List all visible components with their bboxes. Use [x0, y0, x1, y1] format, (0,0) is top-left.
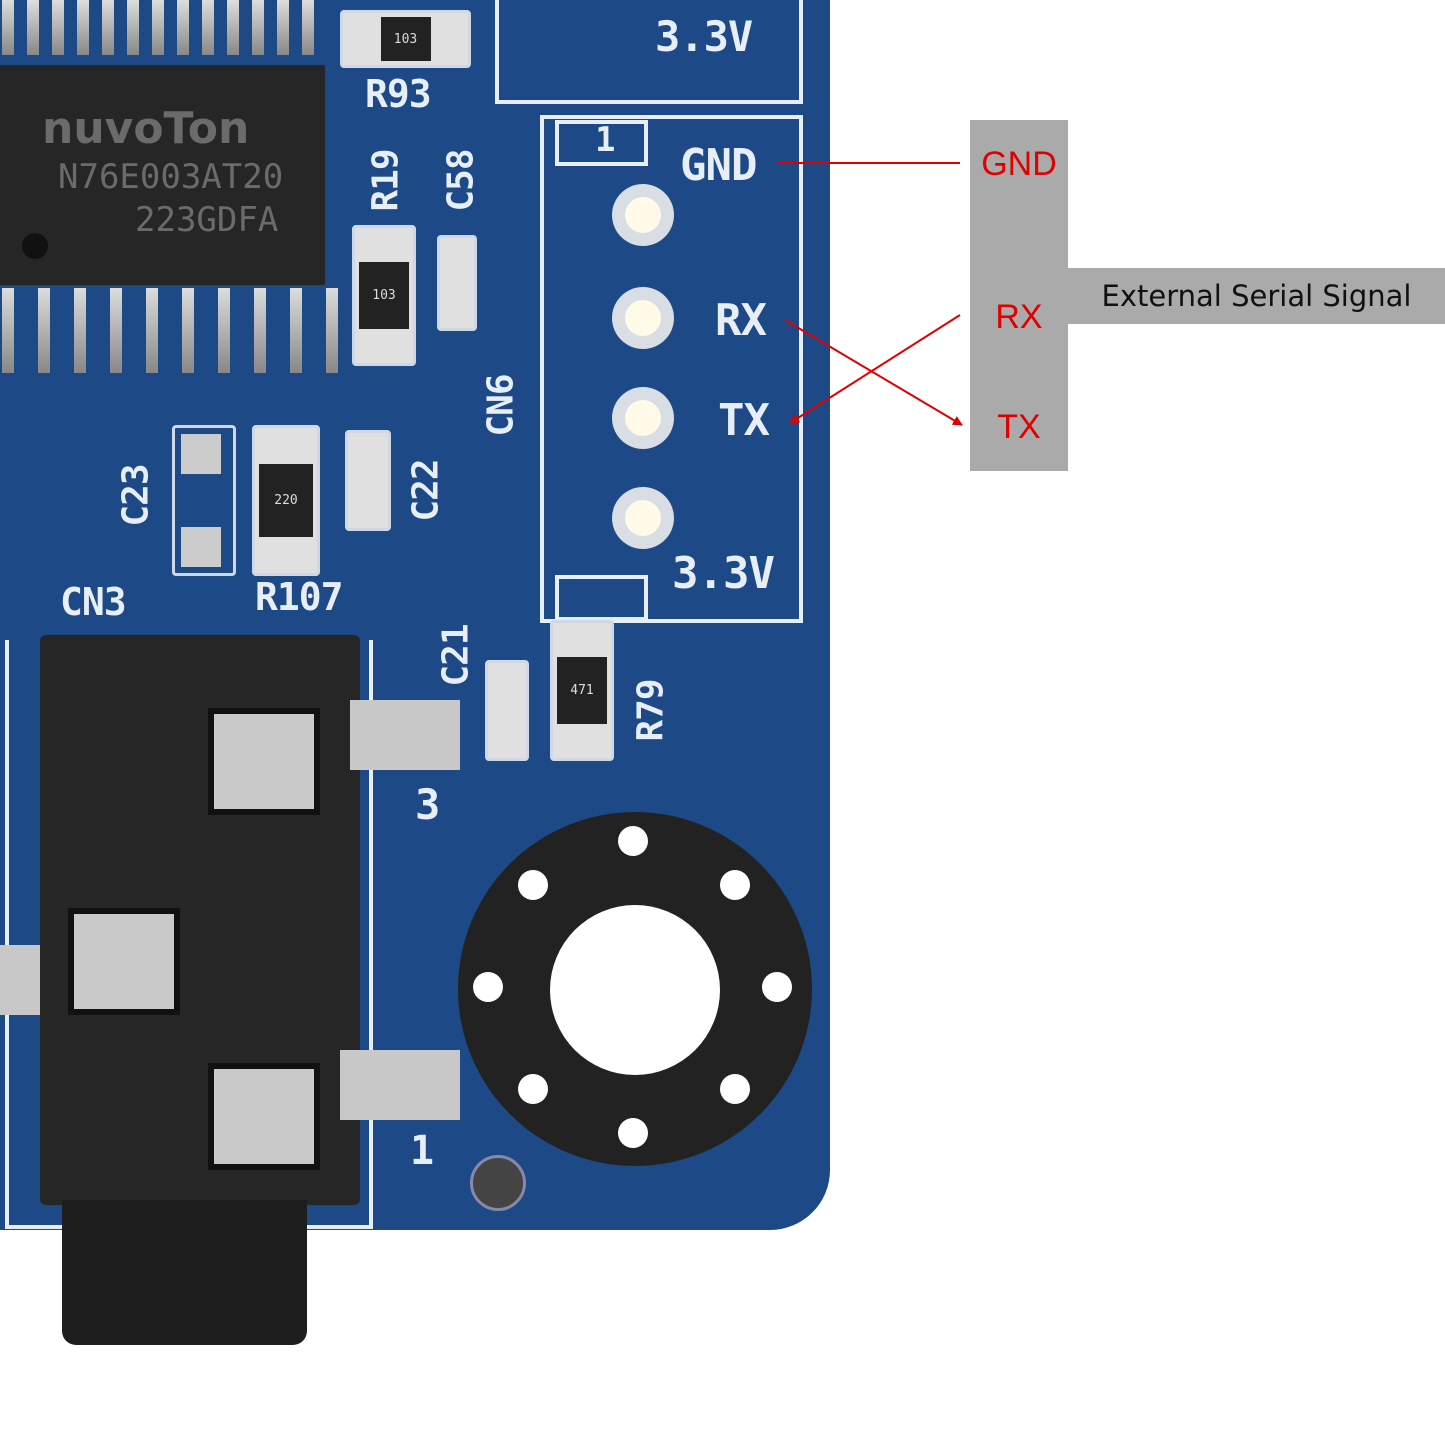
- resistor-r79: 471: [550, 620, 614, 761]
- external-tx-label: TX: [997, 408, 1041, 446]
- external-serial-label: External Serial Signal: [1068, 268, 1445, 324]
- pin-pad-rx: [612, 287, 674, 349]
- jack-pad-2: [68, 908, 180, 1015]
- external-pins-box: [970, 120, 1068, 471]
- chip-bottom-pins: [2, 288, 338, 373]
- jack-pin3-label: 3: [415, 780, 440, 829]
- jack-pad-3: [208, 708, 320, 815]
- jack-pin1-label: 1: [410, 1128, 434, 1174]
- pin-pad-tx: [612, 387, 674, 449]
- chip-code: 223GDFA: [135, 200, 279, 240]
- pin-label-gnd: GND: [680, 140, 757, 191]
- top-outline: [495, 0, 803, 104]
- chip-brand: nuvoTon: [42, 103, 250, 154]
- external-rx-label: RX: [995, 298, 1043, 336]
- external-gnd-label: GND: [981, 145, 1057, 183]
- fiducial: [470, 1155, 526, 1211]
- chip-part: N76E003AT20: [58, 157, 284, 197]
- jack-solder-tab-bottom: [340, 1050, 460, 1120]
- resistor-r93: 103: [340, 10, 471, 68]
- jack-solder-tab-top: [350, 700, 460, 770]
- pin-pad-gnd: [612, 184, 674, 246]
- pin-label-3v3: 3.3V: [672, 548, 775, 599]
- pin1-dot: [22, 233, 48, 259]
- capacitor-c23: [172, 425, 236, 576]
- r93-label: R93: [365, 72, 432, 116]
- capacitor-c22: [345, 430, 391, 531]
- chip-top-pins: [2, 0, 314, 55]
- resistor-r107: 220: [252, 425, 320, 576]
- top-voltage-label: 3.3V: [655, 12, 753, 61]
- pin-label-tx: TX: [718, 395, 770, 446]
- rx-to-board-tx-arrow: [789, 314, 961, 424]
- r107-label: R107: [255, 575, 344, 619]
- mounting-hole: [550, 905, 720, 1075]
- jack-pad-1: [208, 1063, 320, 1170]
- jack-solder-tab-left: [0, 945, 40, 1015]
- pin-last-box: [555, 575, 648, 621]
- pin-pad-3v3: [612, 487, 674, 549]
- cn3-label: CN3: [60, 580, 127, 624]
- pin1-box: [555, 120, 648, 166]
- connector-cn6: [540, 115, 803, 623]
- capacitor-c21: [485, 660, 529, 761]
- pin1-marker: 1: [595, 120, 616, 160]
- rx-to-tx-arrow: [784, 319, 963, 426]
- audio-jack-barrel: [62, 1200, 307, 1345]
- capacitor-c58: [437, 235, 477, 331]
- microcontroller-chip: nuvoTon N76E003AT20 223GDFA: [0, 65, 325, 285]
- resistor-r19: 103: [352, 225, 416, 366]
- pin-label-rx: RX: [715, 295, 767, 346]
